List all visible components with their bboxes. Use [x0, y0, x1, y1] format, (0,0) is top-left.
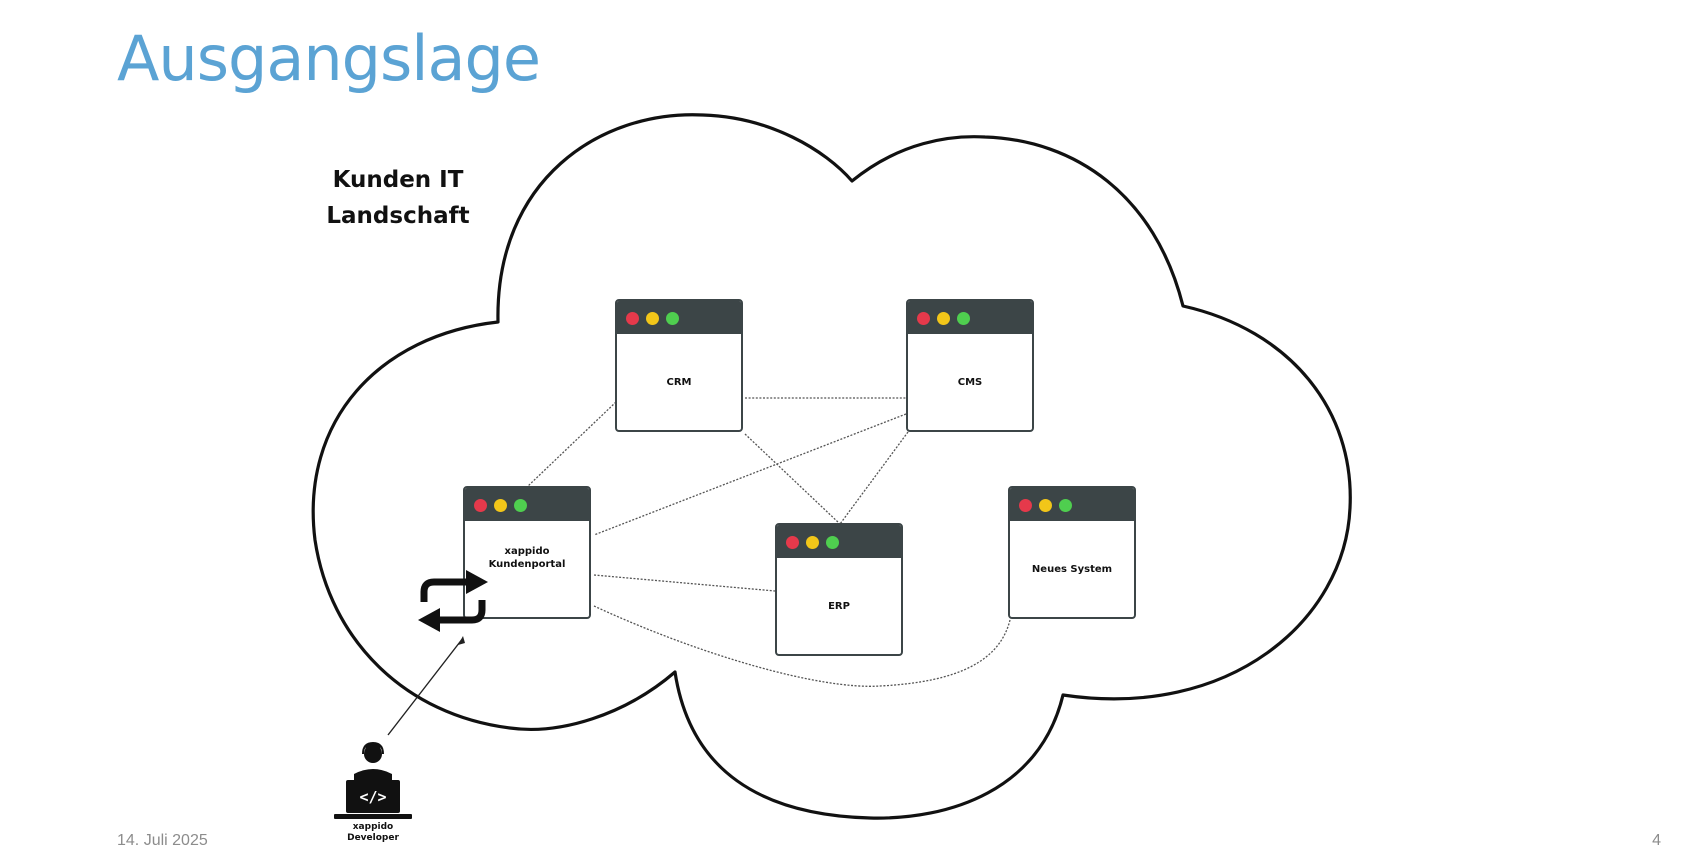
system-name: CRM — [666, 376, 692, 388]
system-label-portal: xappido Kundenportal — [465, 521, 589, 617]
system-label-neues-system: Neues System — [1010, 521, 1134, 617]
connection-lines — [526, 397, 1011, 687]
window-bar — [465, 488, 589, 521]
cloud-outline — [311, 113, 1352, 820]
connection-crm-portal — [526, 401, 617, 488]
window-maximize-dot-icon — [1059, 499, 1072, 512]
window-close-dot-icon — [474, 499, 487, 512]
window-minimize-dot-icon — [937, 312, 950, 325]
window-close-dot-icon — [917, 312, 930, 325]
window-minimize-dot-icon — [494, 499, 507, 512]
window-maximize-dot-icon — [666, 312, 679, 325]
window-close-dot-icon — [626, 312, 639, 325]
sync-arrows-icon — [418, 570, 488, 632]
connection-crm-erp — [744, 433, 841, 525]
system-name-line-1: xappido — [504, 546, 550, 557]
cloud-label: Kunden IT Landschaft — [318, 162, 478, 234]
developer-label: xappido Developer — [333, 822, 413, 844]
system-window-portal: xappido Kundenportal — [463, 486, 591, 619]
developer-connection-arrowhead — [458, 636, 465, 645]
window-bar — [617, 301, 741, 334]
system-name: Neues System — [1031, 563, 1113, 575]
developer-laptop-icon: </> — [334, 741, 412, 819]
window-close-dot-icon — [1019, 499, 1032, 512]
window-maximize-dot-icon — [514, 499, 527, 512]
window-minimize-dot-icon — [1039, 499, 1052, 512]
slide-title: Ausgangslage — [117, 22, 541, 95]
connection-portal-erp — [593, 574, 776, 592]
system-name: CMS — [957, 376, 983, 388]
window-maximize-dot-icon — [826, 536, 839, 549]
system-window-erp: ERP — [775, 523, 903, 656]
system-name-line-2: Kundenportal — [488, 559, 566, 570]
system-label-cms: CMS — [908, 334, 1032, 430]
system-window-neues-system: Neues System — [1008, 486, 1136, 619]
developer-label-line-1: xappido — [352, 822, 394, 832]
cloud-label-line-1: Kunden IT — [332, 167, 464, 193]
window-minimize-dot-icon — [806, 536, 819, 549]
connection-portal-neues — [593, 605, 1011, 687]
footer-page-number: 4 — [1652, 832, 1661, 849]
developer-connection-line — [387, 637, 464, 736]
window-bar — [908, 301, 1032, 334]
system-name: ERP — [828, 600, 850, 612]
system-window-cms: CMS — [906, 299, 1034, 432]
window-maximize-dot-icon — [957, 312, 970, 325]
system-window-crm: CRM — [615, 299, 743, 432]
window-bar — [777, 525, 901, 558]
connection-cms-erp — [839, 431, 909, 525]
connection-cms-portal — [593, 413, 907, 536]
system-label-crm: CRM — [617, 334, 741, 430]
footer-date: 14. Juli 2025 — [117, 832, 208, 849]
svg-text:</>: </> — [359, 788, 386, 806]
window-bar — [1010, 488, 1134, 521]
developer-label-line-2: Developer — [347, 833, 399, 843]
window-minimize-dot-icon — [646, 312, 659, 325]
window-close-dot-icon — [786, 536, 799, 549]
system-label-erp: ERP — [777, 558, 901, 654]
cloud-label-line-2: Landschaft — [326, 203, 470, 229]
